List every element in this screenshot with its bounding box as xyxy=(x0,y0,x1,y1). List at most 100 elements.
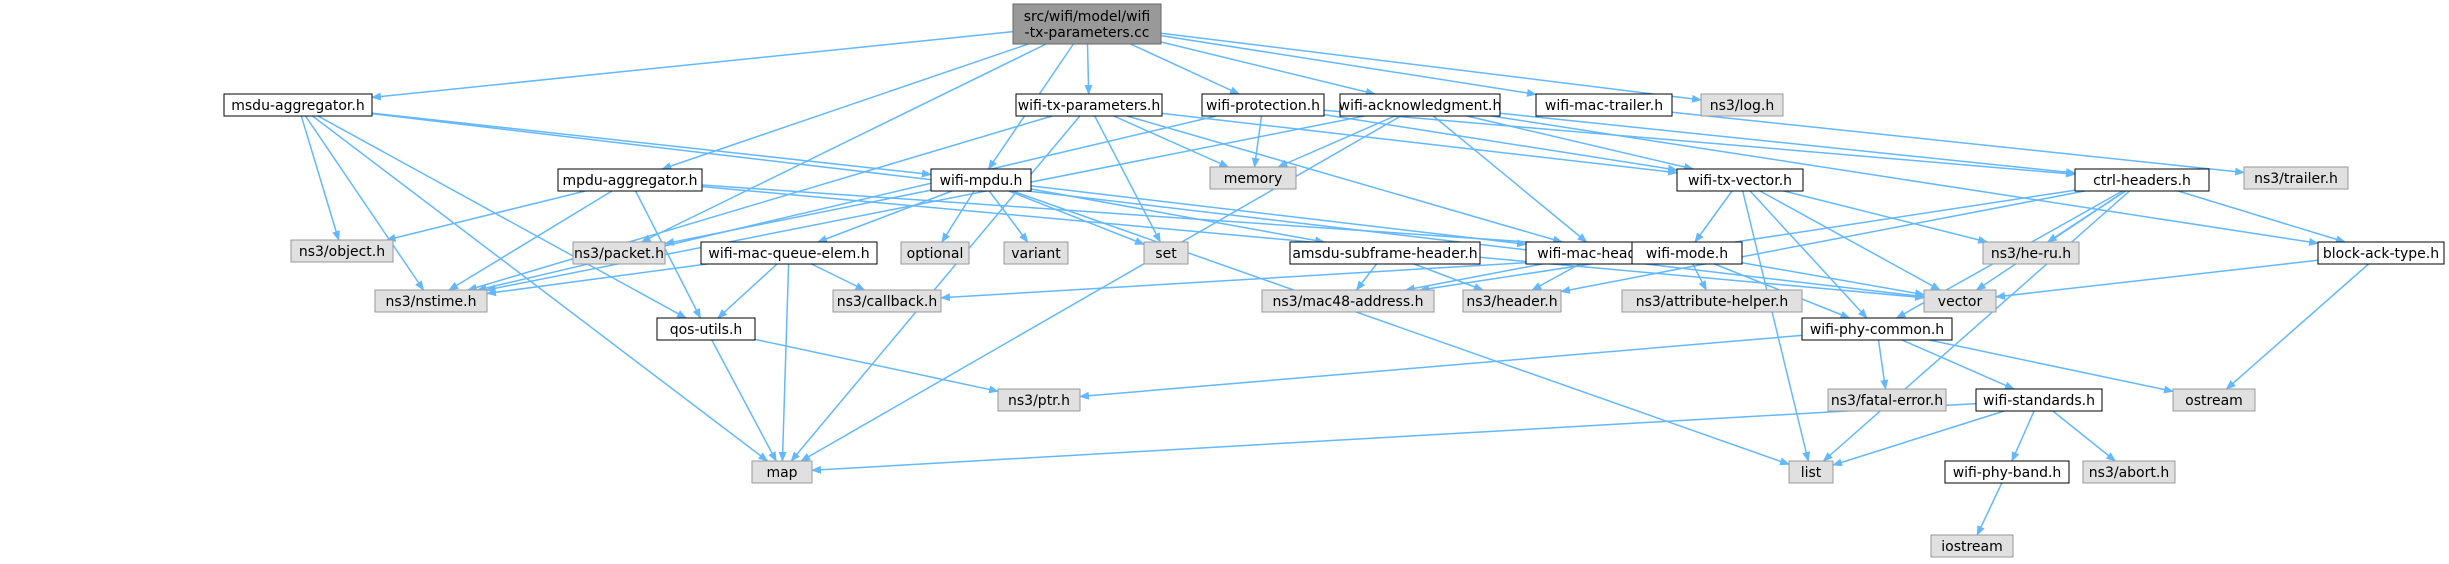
edge-ctrl-to-header xyxy=(1560,190,2085,294)
node-box xyxy=(1535,93,1673,117)
node-ctrl[interactable]: ctrl-headers.h xyxy=(2074,168,2210,192)
node-label: wifi-phy-common.h xyxy=(1810,322,1944,338)
node-wtp_h[interactable]: wifi-tx-parameters.h xyxy=(1015,93,1163,117)
node-box xyxy=(2082,460,2176,484)
node-optional: optional xyxy=(900,241,970,265)
node-wprot[interactable]: wifi-protection.h xyxy=(1201,93,1325,117)
node-label: map xyxy=(766,465,797,481)
node-mpdu_agg[interactable]: mpdu-aggregator.h xyxy=(557,168,703,192)
node-label: wifi-acknowledgment.h xyxy=(1339,98,1502,114)
node-box xyxy=(1944,460,2070,484)
node-wack[interactable]: wifi-acknowledgment.h xyxy=(1339,93,1502,117)
edge-root-to-log xyxy=(1160,32,1702,103)
node-label: wifi-mac-trailer.h xyxy=(1545,98,1663,114)
node-trailer: ns3/trailer.h xyxy=(2243,166,2349,190)
node-label: ns3/attribute-helper.h xyxy=(1636,294,1789,310)
edge-wmode-to-callback xyxy=(940,255,1633,302)
edge-wstd-to-list xyxy=(1832,410,2005,467)
node-wmode[interactable]: wifi-mode.h xyxy=(1631,241,1743,265)
node-label: ns3/nstime.h xyxy=(386,294,477,310)
edge-root-to-packet xyxy=(640,43,1047,243)
node-label: ns3/log.h xyxy=(1710,98,1774,114)
node-box xyxy=(2074,168,2210,192)
edge-wmt-to-trailer xyxy=(1671,111,2245,176)
edge-asf-to-mac48 xyxy=(1355,263,1378,291)
edge-bat-to-vector xyxy=(1995,259,2319,300)
node-box xyxy=(1788,460,1834,484)
node-heru: ns3/he-ru.h xyxy=(1982,241,2080,265)
edge-wprot-to-ctrl xyxy=(1323,109,2076,178)
edge-wprot-to-wtxv xyxy=(1323,113,1678,173)
edge-wpb-to-iostream xyxy=(1976,482,2003,536)
edge-wmpdu-to-set xyxy=(1008,190,1145,245)
edge-wmpdu-to-wmh xyxy=(1030,185,1527,248)
node-box xyxy=(656,317,756,341)
node-box xyxy=(1012,3,1162,45)
node-map: map xyxy=(751,460,813,484)
node-box xyxy=(1621,289,1803,313)
edge-wtp_h-to-nstime xyxy=(466,115,1053,292)
edge-wmqe-to-callback xyxy=(811,263,866,291)
node-wstd[interactable]: wifi-standards.h xyxy=(1975,388,2103,412)
edge-root-to-mpdu_agg xyxy=(661,43,1029,170)
node-wtxv[interactable]: wifi-tx-vector.h xyxy=(1676,168,1804,192)
node-root[interactable]: src/wifi/model/wifi-tx-parameters.cc xyxy=(1012,3,1162,45)
edge-root-to-wtp_h xyxy=(1084,43,1093,95)
edge-wmqe-to-map xyxy=(778,263,790,462)
node-label: qos-utils.h xyxy=(670,322,743,338)
node-label: memory xyxy=(1224,171,1283,187)
node-label: msdu-aggregator.h xyxy=(231,98,364,114)
node-box xyxy=(1015,93,1163,117)
node-box xyxy=(572,241,666,265)
node-memory: memory xyxy=(1209,166,1297,190)
node-box xyxy=(1827,388,1947,412)
node-box xyxy=(1982,241,2080,265)
node-label: ostream xyxy=(2185,393,2243,409)
node-box xyxy=(1289,241,1481,265)
node-bat[interactable]: block-ack-type.h xyxy=(2317,241,2445,265)
node-label: ns3/abort.h xyxy=(2089,465,2169,481)
node-wmpdu[interactable]: wifi-mpdu.h xyxy=(930,168,1032,192)
edge-wmode-to-vector xyxy=(1741,261,1925,298)
node-msdu_agg[interactable]: msdu-aggregator.h xyxy=(223,93,373,117)
node-label: set xyxy=(1155,246,1177,262)
node-label: variant xyxy=(1011,246,1061,262)
node-box xyxy=(1923,289,1997,313)
node-asf[interactable]: amsdu-subframe-header.h xyxy=(1289,241,1481,265)
edge-wack-to-wmh xyxy=(1432,115,1588,243)
node-box xyxy=(1462,289,1562,313)
edge-wmpdu-to-variant xyxy=(988,190,1029,243)
node-vector: vector xyxy=(1923,289,1997,313)
node-label: ns3/packet.h xyxy=(574,246,664,262)
edge-wtxv-to-list xyxy=(1741,190,1811,462)
edge-wstd-to-wpb xyxy=(2011,410,2035,462)
edge-msdu_agg-to-wmpdu xyxy=(371,112,932,178)
node-wmqe[interactable]: wifi-mac-queue-elem.h xyxy=(700,241,878,265)
edge-wmpdu-to-packet xyxy=(664,189,932,246)
node-label: wifi-protection.h xyxy=(1206,98,1320,114)
edge-mpdu_agg-to-object xyxy=(385,190,586,242)
node-box xyxy=(557,168,703,192)
node-object: ns3/object.h xyxy=(290,239,394,263)
node-wpb[interactable]: wifi-phy-band.h xyxy=(1944,460,2070,484)
edge-wmpdu-to-optional xyxy=(941,190,975,243)
node-label: ns3/he-ru.h xyxy=(1991,246,2071,262)
node-box xyxy=(1339,93,1501,117)
edge-wtp_h-to-set xyxy=(1094,115,1161,243)
node-box xyxy=(2243,166,2349,190)
edge-wmpdu-to-asf xyxy=(1030,188,1326,245)
node-wmt[interactable]: wifi-mac-trailer.h xyxy=(1535,93,1673,117)
node-box xyxy=(1209,166,1297,190)
node-box xyxy=(832,289,942,313)
node-qos[interactable]: qos-utils.h xyxy=(656,317,756,341)
edge-msdu_agg-to-vector xyxy=(371,112,1925,300)
node-label: ctrl-headers.h xyxy=(2093,173,2191,189)
node-label: ns3/fatal-error.h xyxy=(1831,393,1943,409)
edge-ctrl-to-bat xyxy=(2177,190,2346,244)
node-box xyxy=(930,168,1032,192)
node-wpc[interactable]: wifi-phy-common.h xyxy=(1801,317,1953,341)
node-label: wifi-mpdu.h xyxy=(940,173,1023,189)
node-list: list xyxy=(1788,460,1834,484)
edge-wpc-to-wstd xyxy=(1901,339,2015,390)
node-box xyxy=(700,241,878,265)
